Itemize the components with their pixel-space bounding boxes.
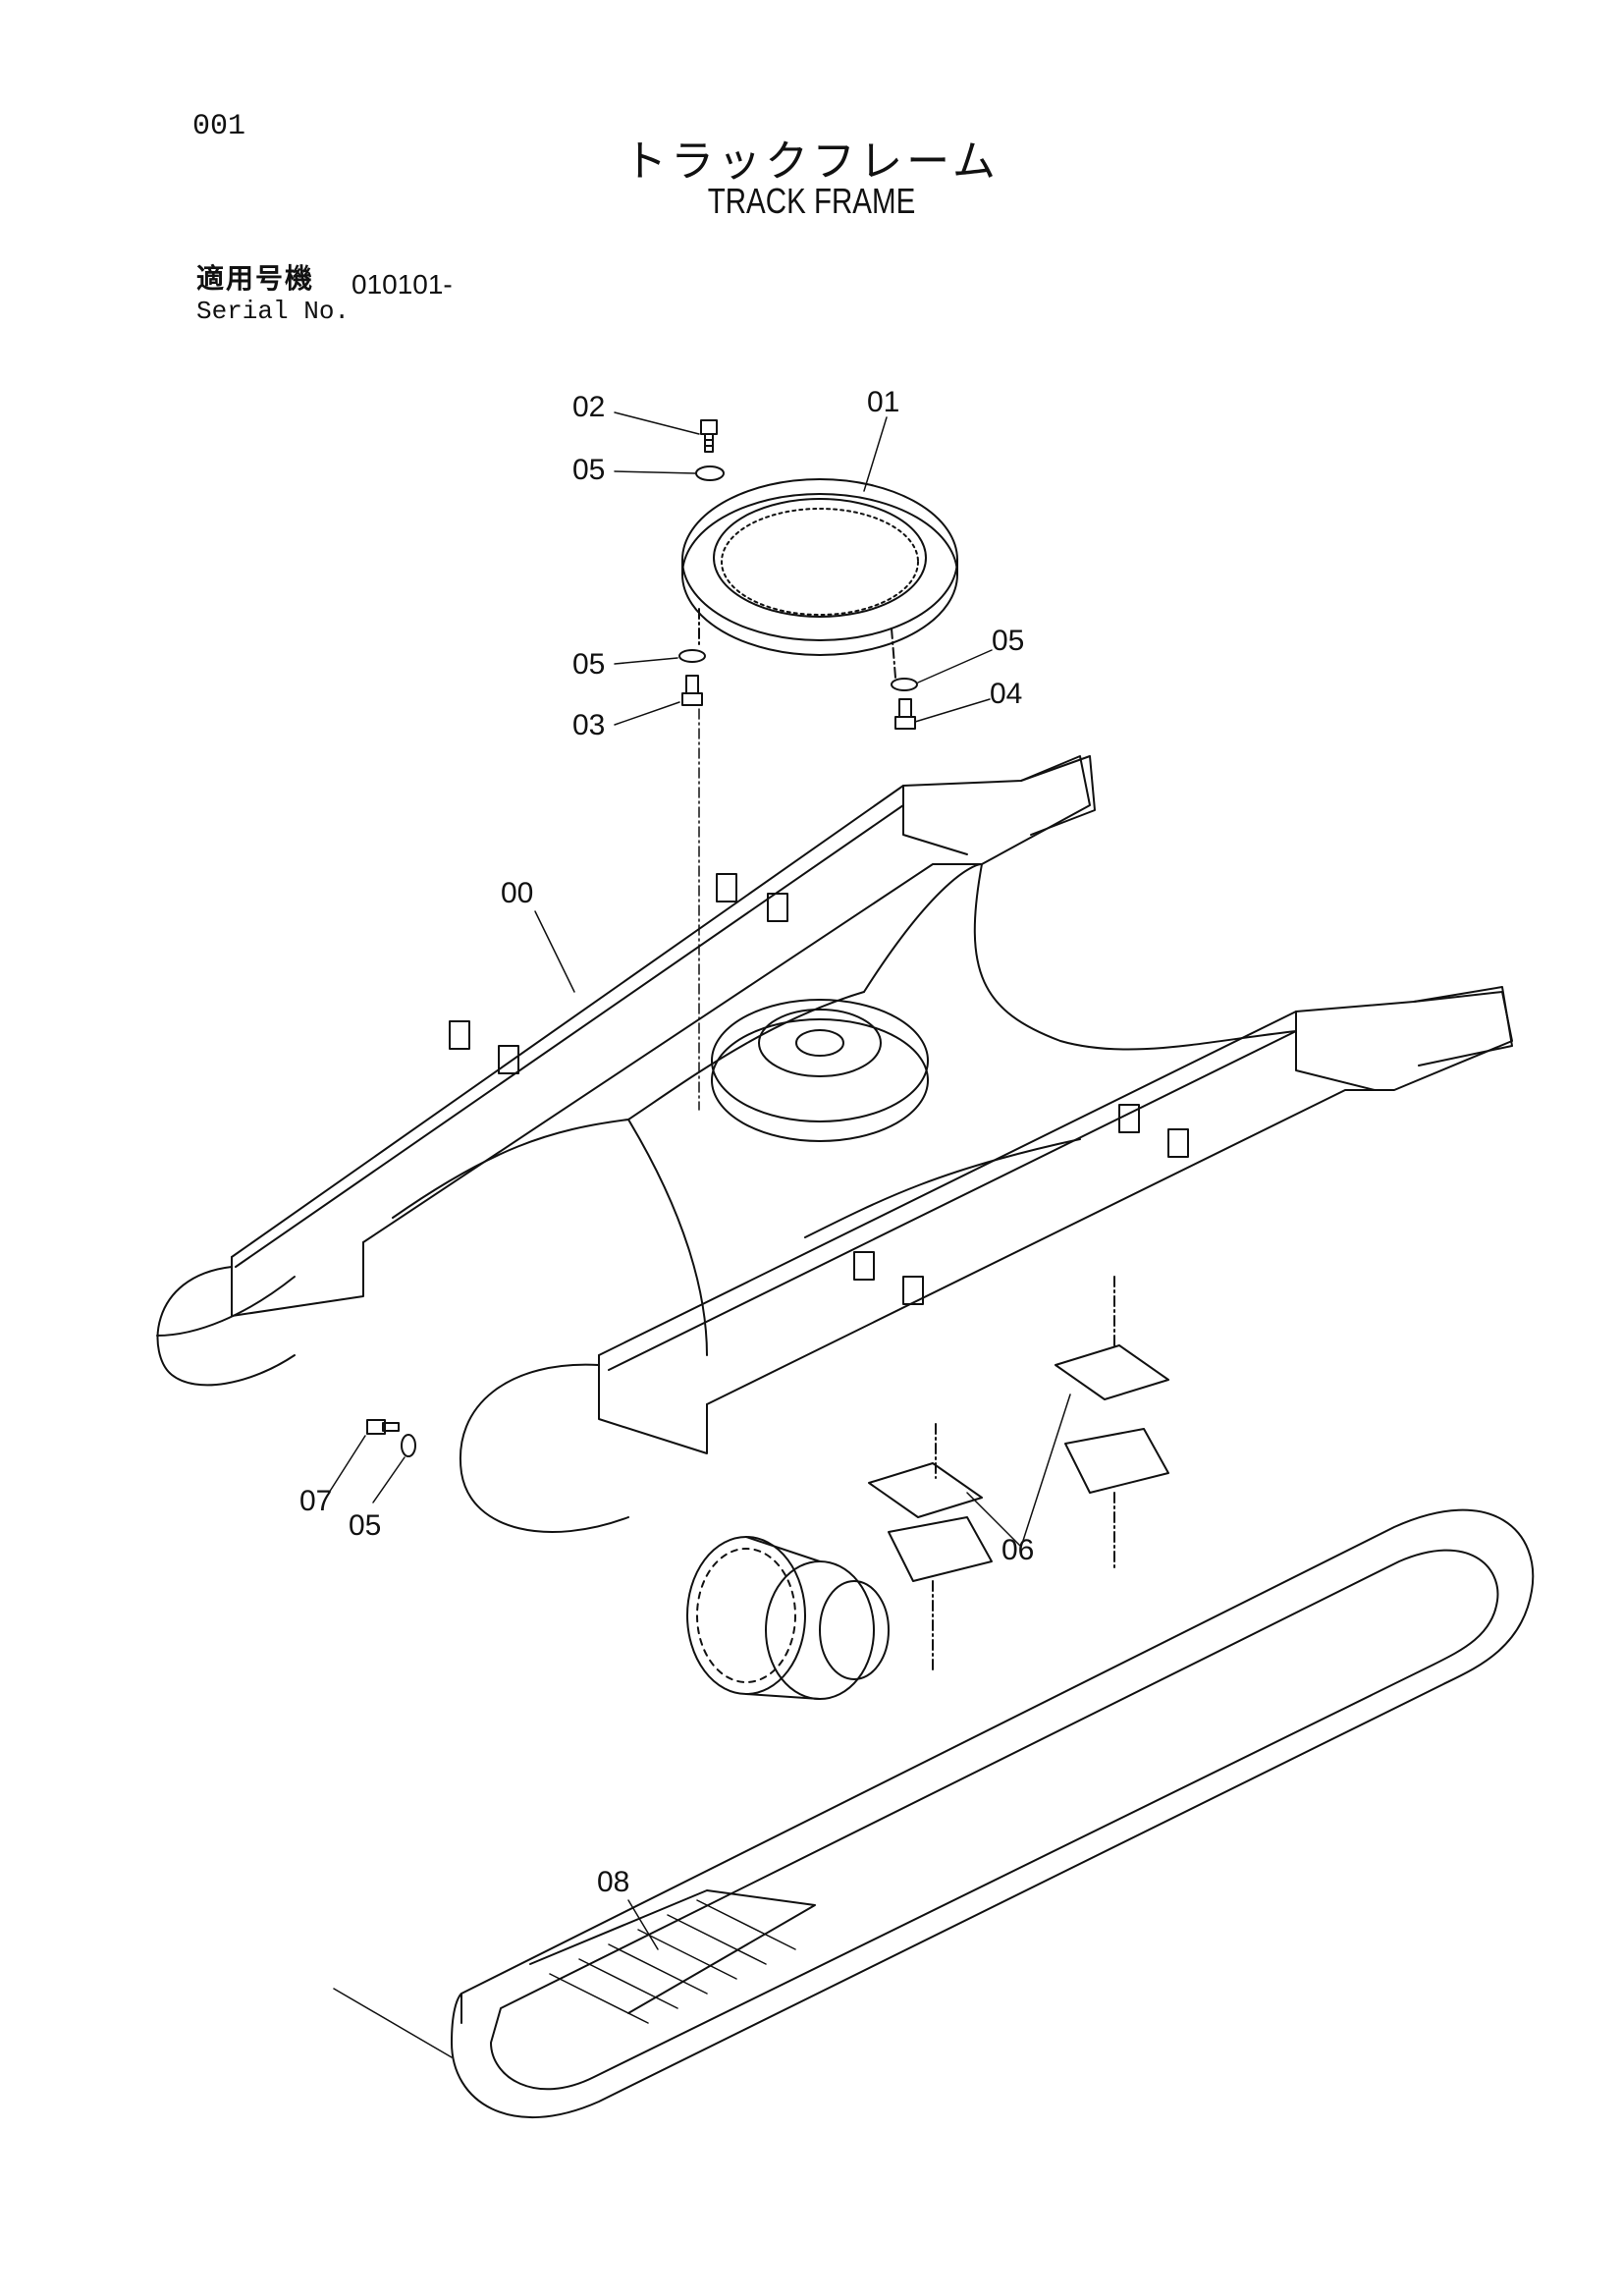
title-english: TRACK FRAME: [707, 181, 916, 221]
serial-label-english: Serial No.: [196, 297, 351, 326]
track-rollers: [889, 1277, 1168, 1669]
callout-06: 06: [1001, 1534, 1035, 1566]
bolt-04: [895, 699, 915, 729]
serial-number-value: 010101-: [352, 269, 453, 300]
washer-05-left: [679, 650, 705, 662]
callout-01: 01: [867, 386, 900, 418]
bolt-03: [682, 676, 702, 705]
bolt-07: [367, 1420, 399, 1434]
callout-05-right: 05: [992, 625, 1025, 657]
washer-05-top: [696, 466, 724, 480]
washer-05-right: [892, 679, 917, 690]
callout-08: 08: [597, 1866, 630, 1898]
mounting-brackets: [450, 874, 1188, 1304]
shim-plates-06: [869, 1345, 1168, 1517]
callout-05-left: 05: [572, 648, 606, 681]
callout-07: 07: [299, 1485, 333, 1517]
track-frame-body: [157, 756, 1512, 1532]
serial-label-japanese: 適用号機: [196, 262, 315, 295]
title-japanese: トラックフレーム: [623, 137, 1000, 187]
callout-00: 00: [501, 877, 534, 909]
rubber-track: [452, 1510, 1533, 2117]
bolt-02: [701, 420, 717, 452]
leader-lines: [329, 412, 1070, 2057]
page-number: 001: [192, 110, 246, 143]
travel-motor-sprocket: [687, 1537, 889, 1699]
callout-05-lower: 05: [349, 1509, 382, 1542]
swing-bearing-ring: [682, 479, 957, 655]
washer-05-lower: [402, 1435, 415, 1456]
callout-04: 04: [990, 678, 1023, 710]
callout-02: 02: [572, 391, 606, 423]
callout-05-top: 05: [572, 454, 606, 486]
callout-03: 03: [572, 709, 606, 741]
